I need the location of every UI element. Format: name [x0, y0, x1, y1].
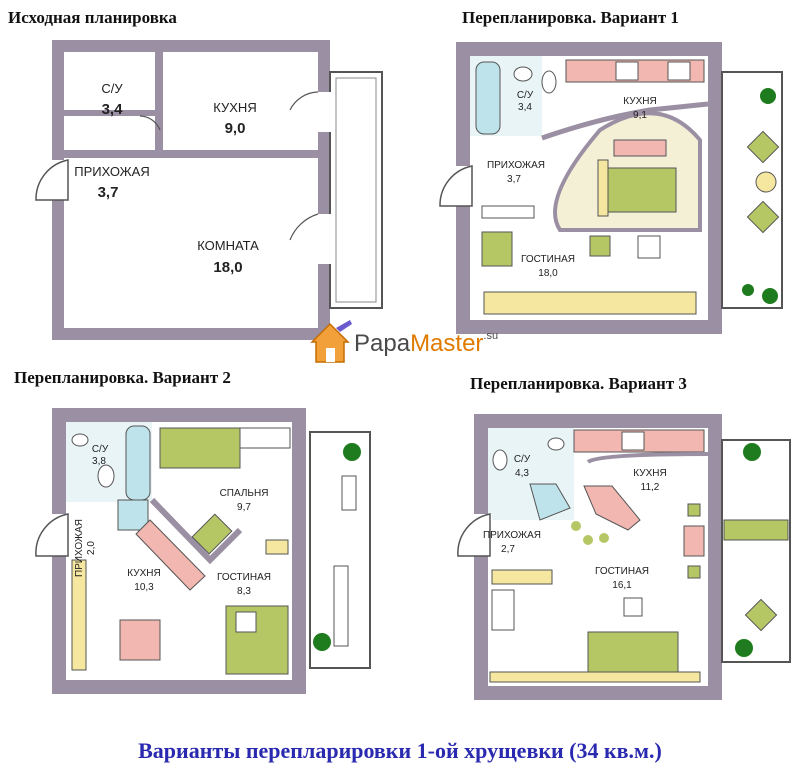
v3-kitchen-label: КУХНЯ — [633, 468, 666, 479]
balcony-chair — [746, 200, 780, 234]
plant-icon — [742, 284, 754, 296]
original-su-area: 3,4 — [102, 101, 124, 118]
v2-kitchen-area: 10,3 — [134, 582, 154, 593]
plant-icon — [343, 443, 361, 461]
v2-kitchen-label: КУХНЯ — [127, 568, 160, 579]
kitchen-counter — [135, 519, 206, 591]
original-kitchen-label: КУХНЯ — [213, 100, 256, 115]
v1-su-area: 3,4 — [518, 102, 532, 113]
original-hall-area: 3,7 — [98, 184, 119, 201]
sofa — [605, 167, 677, 213]
toilet — [97, 464, 115, 488]
v2-su-label: С/У — [92, 444, 109, 455]
original-su-label: С/У — [101, 81, 123, 96]
plant-icon — [313, 633, 331, 651]
papamaster-house-icon — [310, 320, 352, 363]
dining-table — [119, 619, 161, 661]
v3-hall-label: ПРИХОЖАЯ — [483, 530, 541, 541]
v2-living-label: ГОСТИНАЯ — [217, 572, 271, 583]
original-partition-horizontal — [64, 150, 318, 158]
original-hall-label: ПРИХОЖАЯ — [74, 164, 150, 179]
plant-icon — [735, 639, 753, 657]
v2-su-area: 3,8 — [92, 456, 106, 467]
stove — [621, 431, 645, 451]
original-kitchen-area: 9,0 — [225, 120, 246, 137]
kitchen-island — [613, 139, 667, 157]
original-balcony — [329, 71, 383, 309]
v3-su-area: 4,3 — [515, 468, 529, 479]
v1-hall-area: 3,7 — [507, 174, 521, 185]
v2-hall-area: 2,0 — [86, 541, 97, 555]
toilet — [541, 70, 557, 94]
plant-icon — [743, 443, 761, 461]
title-original-layout: Исходная планировка — [8, 8, 177, 27]
original-room-label: КОМНАТА — [197, 238, 259, 253]
v2-living-area: 8,3 — [237, 586, 251, 597]
armchair — [481, 231, 513, 267]
wardrobe — [483, 291, 697, 315]
v2-hall-label: ПРИХОЖАЯ — [74, 519, 85, 577]
title-variant-1: Перепланировка. Вариант 1 — [462, 8, 679, 27]
tv-icon — [623, 597, 643, 617]
lounger — [333, 565, 349, 647]
v1-living-area: 18,0 — [538, 268, 558, 279]
brand-part-2: Master — [410, 330, 484, 357]
v1-kitchen-label: КУХНЯ — [623, 96, 656, 107]
title-variant-2: Перепланировка. Вариант 2 — [14, 368, 231, 387]
v1-living-label: ГОСТИНАЯ — [521, 254, 575, 265]
shower — [529, 483, 571, 521]
sink — [513, 66, 533, 82]
v3-hall-area: 2,7 — [501, 544, 515, 555]
v3-kitchen-area: 11,2 — [641, 482, 660, 493]
sink — [547, 437, 565, 451]
v3-su-label: С/У — [514, 454, 531, 465]
tv-icon — [235, 611, 257, 633]
title-variant-3: Перепланировка. Вариант 3 — [470, 374, 687, 393]
shower — [117, 499, 149, 531]
kitchen-sink — [667, 61, 691, 81]
v1-kitchen-area: 9,1 — [633, 110, 647, 121]
v1-hall-label: ПРИХОЖАЯ — [487, 160, 545, 171]
entry-door — [35, 159, 69, 201]
papamaster-brand[interactable]: PapaMaster.su — [354, 330, 498, 358]
bar-counter — [583, 485, 641, 531]
v3-living-label: ГОСТИНАЯ — [595, 566, 649, 577]
sofa — [587, 631, 679, 673]
tv-icon — [637, 235, 661, 259]
stove — [615, 61, 639, 81]
v3-living-area: 16,1 — [612, 580, 632, 591]
plant-icon — [760, 88, 776, 104]
balcony-chair — [746, 130, 780, 164]
brand-suffix: .su — [483, 330, 499, 342]
bottom-caption: Варианты перепларировки 1-ой хрущевки (3… — [138, 738, 662, 763]
brand-part-1: Papa — [354, 330, 411, 357]
v2-bedroom-area: 9,7 — [237, 502, 251, 513]
original-room-area: 18,0 — [213, 259, 242, 276]
balcony-table — [755, 171, 777, 193]
v2-bedroom-label: СПАЛЬНЯ — [220, 488, 269, 499]
v1-su-label: С/У — [517, 90, 534, 101]
toilet — [492, 449, 508, 471]
plant-icon — [762, 288, 778, 304]
bathtub — [475, 61, 501, 135]
dining-table — [683, 525, 705, 557]
